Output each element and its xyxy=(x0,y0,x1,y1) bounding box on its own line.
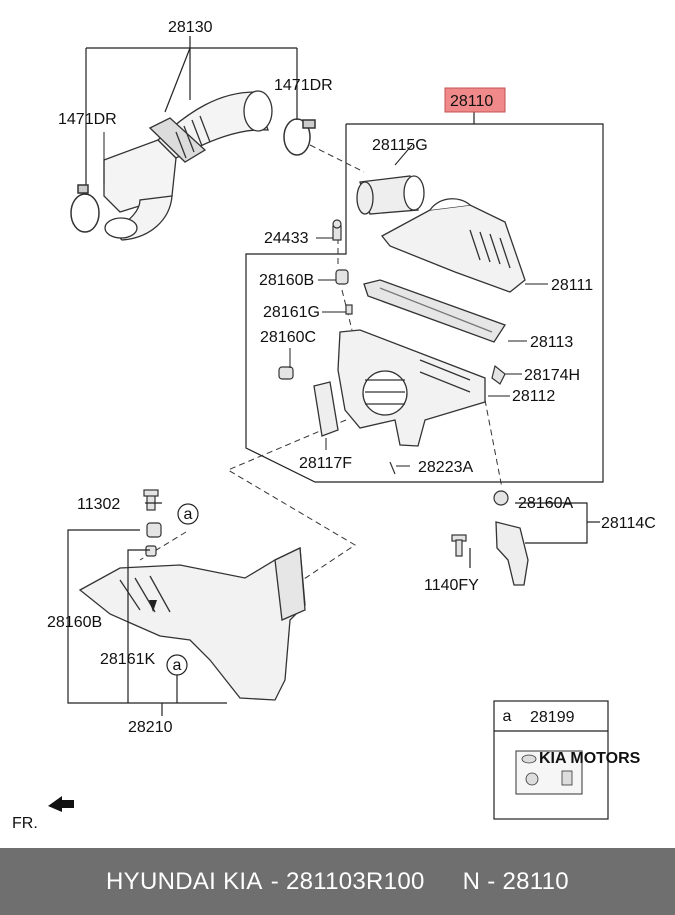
highlight-box xyxy=(444,87,506,113)
parts-diagram: a a a 28199 KIA MOTORS 28130 1471DR 1471… xyxy=(12,19,656,832)
label-28160a: 28160A xyxy=(518,495,573,512)
label-28110: 28110 xyxy=(450,93,493,110)
label-28114c: 28114C xyxy=(601,515,656,532)
sticker-brand-text: KIA MOTORS xyxy=(539,750,641,767)
body-drawing xyxy=(337,329,486,447)
label-1471dr-right: 1471DR xyxy=(274,77,333,94)
label-28130: 28130 xyxy=(168,19,213,36)
label-28161k: 28161K xyxy=(100,651,155,668)
air-duct-drawing xyxy=(356,175,425,215)
bracket-drawing xyxy=(495,521,529,586)
cover-drawing xyxy=(381,198,526,293)
label-28160b-lower: 28160B xyxy=(47,614,102,631)
resonator-drawing xyxy=(313,381,339,437)
label-28113: 28113 xyxy=(530,334,573,351)
label-1140fy: 1140FY xyxy=(424,577,479,594)
label-28112: 28112 xyxy=(512,388,555,405)
footer-ref-number: N - 28110 xyxy=(462,867,569,895)
label-28161g: 28161G xyxy=(263,304,320,321)
fastener-drawings xyxy=(143,219,509,557)
label-11302: 11302 xyxy=(77,496,120,513)
label-28210: 28210 xyxy=(128,719,173,736)
clamp-drawings xyxy=(70,118,316,233)
front-arrow-icon xyxy=(48,796,74,812)
label-28160b-top: 28160B xyxy=(259,272,314,289)
label-28160c: 28160C xyxy=(260,329,316,346)
label-28111: 28111 xyxy=(551,277,593,294)
label-28223a: 28223A xyxy=(418,459,473,476)
filter-drawing xyxy=(363,279,506,343)
label-1471dr-left: 1471DR xyxy=(58,111,117,128)
ref-a-upper: a xyxy=(184,506,193,523)
footer-brand: HYUNDAI KIA xyxy=(106,867,263,895)
legend-box xyxy=(493,700,609,820)
label-28174h: 28174H xyxy=(524,367,580,384)
legend-ref-a: a xyxy=(503,708,512,725)
intake-duct-drawing xyxy=(78,547,306,701)
label-28117f: 28117F xyxy=(299,455,352,472)
footer-part-number: - 281103R100 xyxy=(270,867,425,895)
legend-part-number: 28199 xyxy=(530,709,575,726)
footer-bar: HYUNDAI KIA - 281103R100 N - 28110 xyxy=(0,848,675,915)
label-28115g: 28115G xyxy=(372,137,428,154)
duct-hose-drawing xyxy=(103,90,273,241)
label-24433: 24433 xyxy=(264,230,309,247)
ref-a-lower: a xyxy=(173,657,182,674)
front-label: FR. xyxy=(12,815,38,832)
insert-arrow-icon xyxy=(149,600,157,612)
